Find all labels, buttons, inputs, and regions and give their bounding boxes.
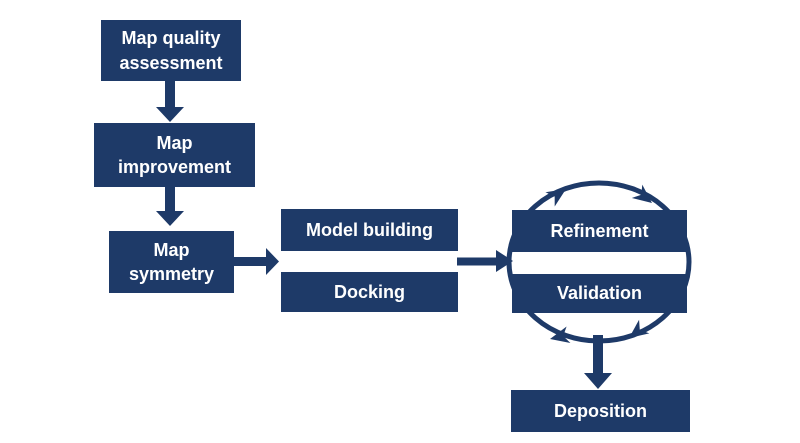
arrow-symmetry-to-modeling-icon [234, 248, 279, 275]
cycle-arrowhead-bottom-right-icon [629, 319, 650, 338]
node-label: Map quality assessment [119, 28, 223, 73]
node-refinement: Refinement [512, 210, 687, 252]
node-label: Map improvement [117, 132, 232, 177]
arrow-validation-to-deposition-icon [584, 335, 612, 389]
cycle-ellipse [506, 180, 692, 344]
cycle-arrowhead-top-right-icon [631, 184, 652, 203]
cycle-arrowhead-bottom-left-icon [550, 326, 571, 344]
node-map-quality-assessment: Map quality assessment [101, 20, 241, 81]
arrow-modeling-to-refinement-icon [457, 250, 513, 272]
node-docking: Docking [281, 272, 458, 312]
node-label: Docking [333, 281, 405, 302]
node-label: Validation [556, 283, 643, 304]
cycle-arrowhead-top-left-icon [545, 189, 566, 207]
arrow-improvement-to-symmetry-icon [156, 187, 184, 226]
node-deposition: Deposition [511, 390, 690, 432]
node-label: Deposition [554, 400, 647, 421]
node-map-improvement: Map improvement [94, 123, 255, 187]
node-map-symmetry: Map symmetry [109, 231, 234, 293]
node-label: Refinement [550, 220, 649, 241]
node-validation: Validation [512, 274, 687, 313]
node-label: Model building [306, 219, 433, 240]
arrow-quality-to-improvement-icon [156, 81, 184, 122]
node-label: Map symmetry [128, 239, 215, 284]
node-model-building: Model building [281, 209, 458, 251]
